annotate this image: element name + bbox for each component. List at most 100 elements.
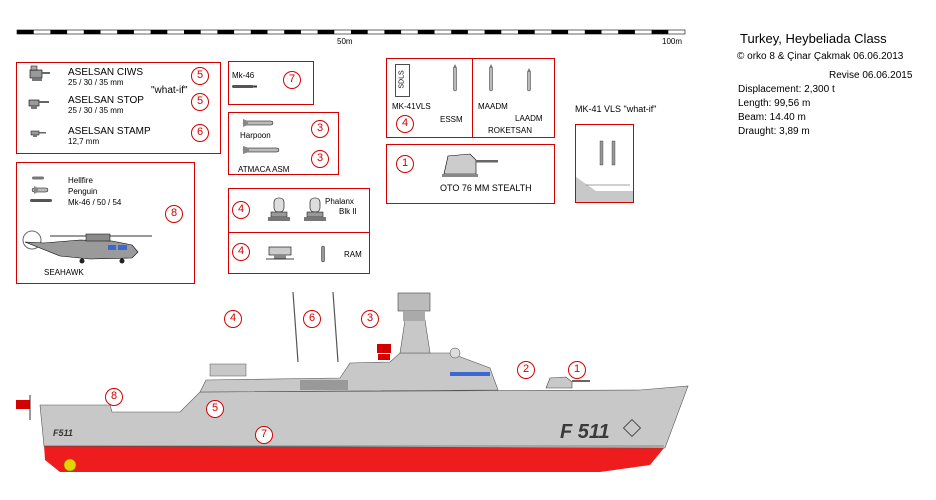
callout-badge: 5 xyxy=(191,93,209,111)
stamp-label: ASELSAN STAMP xyxy=(68,126,151,137)
seahawk-label: SEAHAWK xyxy=(44,268,84,277)
vls-panel xyxy=(386,58,555,138)
scale-segment xyxy=(417,30,435,34)
ram-label: RAM xyxy=(344,250,362,259)
laadm-label: LAADM xyxy=(515,114,543,123)
oto-76mm-gun-icon xyxy=(442,153,498,177)
stamp-icon xyxy=(30,130,46,137)
revise-text: Revise 06.06.2015 xyxy=(829,70,913,81)
ram-launcher-icon xyxy=(266,246,294,260)
phalanx-ciws-icon xyxy=(268,197,326,221)
spec-displacement: Displacement: 2,300 t xyxy=(738,84,835,95)
aselsan-guns-panel xyxy=(16,62,221,154)
atmaca-label: ATMACA ASM xyxy=(238,165,290,174)
callout-badge: 3 xyxy=(361,310,379,328)
ram-panel xyxy=(228,232,370,274)
main-mast xyxy=(399,319,431,354)
callout-badge: 6 xyxy=(303,310,321,328)
scale-label-50m: 50m xyxy=(337,37,353,46)
roketsan-label: ROKETSAN xyxy=(488,126,533,135)
callout-badge: 4 xyxy=(232,243,250,261)
ciws-label: ASELSAN CIWS xyxy=(68,67,144,78)
spec-draught: Draught: 3,89 m xyxy=(738,126,810,137)
callout-badge: 8 xyxy=(105,388,123,406)
essm-label: ESSM xyxy=(440,115,463,124)
torpedo-icon xyxy=(30,199,52,202)
scale-bar-graphic xyxy=(16,29,686,35)
stern-hull-number: F511 xyxy=(53,428,73,438)
spec-beam: Beam: 14.40 m xyxy=(738,112,806,123)
scale-segment xyxy=(250,30,268,34)
callout-badge: 8 xyxy=(165,205,183,223)
callout-badge: 3 xyxy=(311,150,329,168)
stop-label: ASELSAN STOP xyxy=(68,95,144,106)
callout-badge: 7 xyxy=(283,71,301,89)
maadm-label: MAADM xyxy=(478,102,508,111)
callout-badge: 4 xyxy=(232,201,250,219)
oto-gun-label: OTO 76 MM STEALTH xyxy=(440,183,532,193)
scale-segment xyxy=(384,30,402,34)
maadm-missile-icon xyxy=(489,64,493,92)
credit-text: © orko 8 & Çinar Çakmak 06.06.2013 xyxy=(737,51,904,62)
callout-badge: 1 xyxy=(396,155,414,173)
scale-segment xyxy=(584,30,602,34)
callout-badge: 2 xyxy=(517,361,535,379)
seahawk-helicopter-icon xyxy=(22,230,152,264)
stop-icon xyxy=(28,99,49,109)
callout-badge: 3 xyxy=(311,120,329,138)
ship-class-title: Turkey, Heybeliada Class xyxy=(740,31,887,46)
mk41-whatif-label: MK-41 VLS "what-if" xyxy=(575,104,657,114)
scale-segment xyxy=(317,30,335,34)
penguin-missile-icon xyxy=(31,186,49,194)
scale-segment xyxy=(150,30,168,34)
scale-segment xyxy=(651,30,669,34)
atmaca-missile-icon xyxy=(242,146,280,154)
hull-antifouling xyxy=(44,445,664,472)
callout-badge: 4 xyxy=(224,310,242,328)
torpedo-icon xyxy=(232,85,257,88)
scale-segment xyxy=(17,30,34,34)
hellfire-missile-icon xyxy=(32,176,44,180)
scale-segment xyxy=(551,30,569,34)
harpoon-missile-icon xyxy=(242,119,274,127)
penguin-label: Penguin xyxy=(68,187,98,196)
scale-segment xyxy=(117,30,134,34)
sdls-launcher-icon xyxy=(395,64,410,97)
callout-badge: 5 xyxy=(206,400,224,418)
whatif-label: "what-if" xyxy=(151,85,188,96)
superstructure xyxy=(199,352,499,393)
phalanx-panel xyxy=(228,188,370,233)
mk46-panel xyxy=(228,61,314,105)
spec-length: Length: 99,56 m xyxy=(738,98,811,109)
vls-divider xyxy=(472,58,473,138)
callout-badge: 7 xyxy=(255,426,273,444)
ciws-icon xyxy=(29,65,50,81)
mk41-vls-label: MK-41VLS xyxy=(392,102,431,111)
essm-missile-icon xyxy=(453,64,457,92)
ram-missile-icon xyxy=(321,245,325,263)
scale-label-100m: 100m xyxy=(662,37,683,46)
scale-segment xyxy=(83,30,101,34)
harpoon-label: Harpoon xyxy=(240,131,271,140)
laadm-missile-icon xyxy=(527,68,531,92)
mk41-whatif-illustration xyxy=(576,140,633,202)
mk46-label: Mk-46 xyxy=(232,71,255,80)
scale-segment xyxy=(451,30,468,34)
ciws-caliber: 25 / 30 / 35 mm xyxy=(68,78,124,87)
callout-badge: 4 xyxy=(396,115,414,133)
scale-segment xyxy=(217,30,235,34)
hull-number: F 511 xyxy=(560,421,610,443)
scale-bar xyxy=(16,29,686,35)
stop-caliber: 25 / 30 / 35 mm xyxy=(68,106,124,115)
scale-segment xyxy=(351,30,368,34)
callout-badge: 1 xyxy=(568,361,586,379)
phalanx-label: Phalanx xyxy=(325,197,354,206)
callout-badge: 6 xyxy=(191,124,209,142)
helo-torpedo-label: Mk-46 / 50 / 54 xyxy=(68,198,122,207)
helicopter-panel xyxy=(16,162,195,284)
callout-badge: 5 xyxy=(191,67,209,85)
scale-segment xyxy=(518,30,535,34)
forward-gun xyxy=(545,376,573,389)
stamp-caliber: 12,7 mm xyxy=(68,137,100,146)
hellfire-label: Hellfire xyxy=(68,176,93,185)
